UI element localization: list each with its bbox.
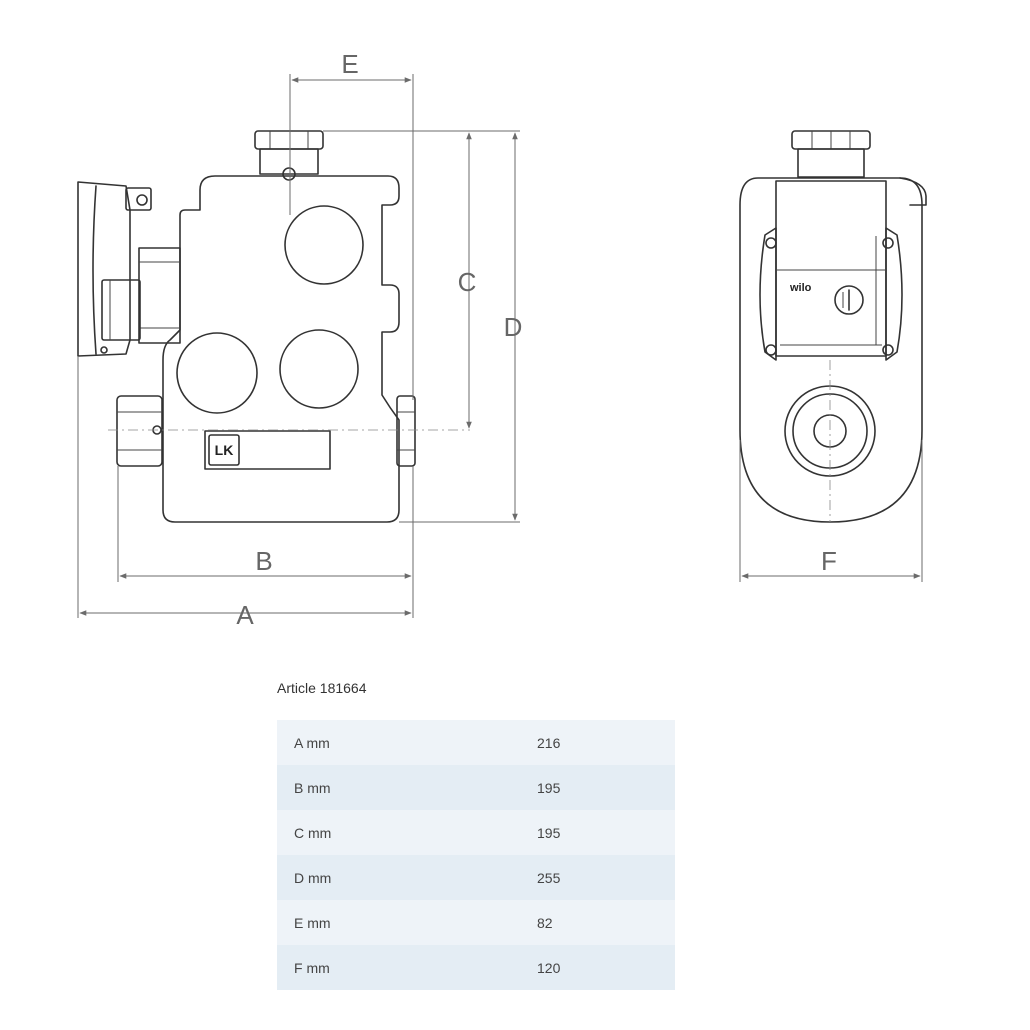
side-view: wilo — [739, 130, 927, 523]
dimension-label-c: C — [458, 267, 477, 297]
table-row: F mm 120 — [277, 945, 675, 990]
label-plate: LK — [204, 430, 331, 470]
table-row: D mm 255 — [277, 855, 675, 900]
technical-drawing: LK E C D — [77, 49, 927, 630]
dimension-label-a: A — [236, 600, 254, 630]
pump-head: wilo — [759, 180, 903, 361]
article-title: Article 181664 — [277, 680, 367, 696]
dimensions-side: F — [739, 440, 923, 582]
dimension-key: E mm — [277, 900, 537, 945]
right-side-fitting — [396, 395, 416, 467]
pump-motor-side — [77, 181, 181, 357]
dimension-value: 195 — [537, 765, 675, 810]
dimension-value: 120 — [537, 945, 675, 990]
dimension-key: C mm — [277, 810, 537, 855]
dimension-key: B mm — [277, 765, 537, 810]
table-row: B mm 195 — [277, 765, 675, 810]
dimension-label-b: B — [255, 546, 272, 576]
dimension-label-f: F — [821, 546, 837, 576]
dimensions-front: E C D B A — [77, 49, 523, 630]
dimension-label-d: D — [504, 312, 523, 342]
dimension-value: 216 — [537, 720, 675, 765]
port-bottom-left — [176, 332, 258, 414]
dimension-value: 255 — [537, 855, 675, 900]
dimension-table: A mm 216 B mm 195 C mm 195 D mm 255 E mm… — [277, 720, 675, 990]
dimension-label-e: E — [341, 49, 358, 79]
port-top — [284, 205, 364, 285]
dimension-key: D mm — [277, 855, 537, 900]
dimension-key: A mm — [277, 720, 537, 765]
manufacturer-logo: LK — [215, 442, 234, 458]
side-body — [739, 177, 923, 523]
dimension-value: 82 — [537, 900, 675, 945]
port-bottom-right — [279, 329, 359, 409]
dimension-key: F mm — [277, 945, 537, 990]
main-body — [162, 175, 400, 523]
front-view: LK — [77, 130, 470, 523]
table-row: C mm 195 — [277, 810, 675, 855]
table-row: E mm 82 — [277, 900, 675, 945]
dimension-value: 195 — [537, 810, 675, 855]
pump-selector-knob — [834, 285, 864, 315]
pump-brand-label: wilo — [789, 282, 812, 294]
table-row: A mm 216 — [277, 720, 675, 765]
left-side-fitting — [116, 395, 163, 467]
top-fitting — [254, 130, 324, 181]
